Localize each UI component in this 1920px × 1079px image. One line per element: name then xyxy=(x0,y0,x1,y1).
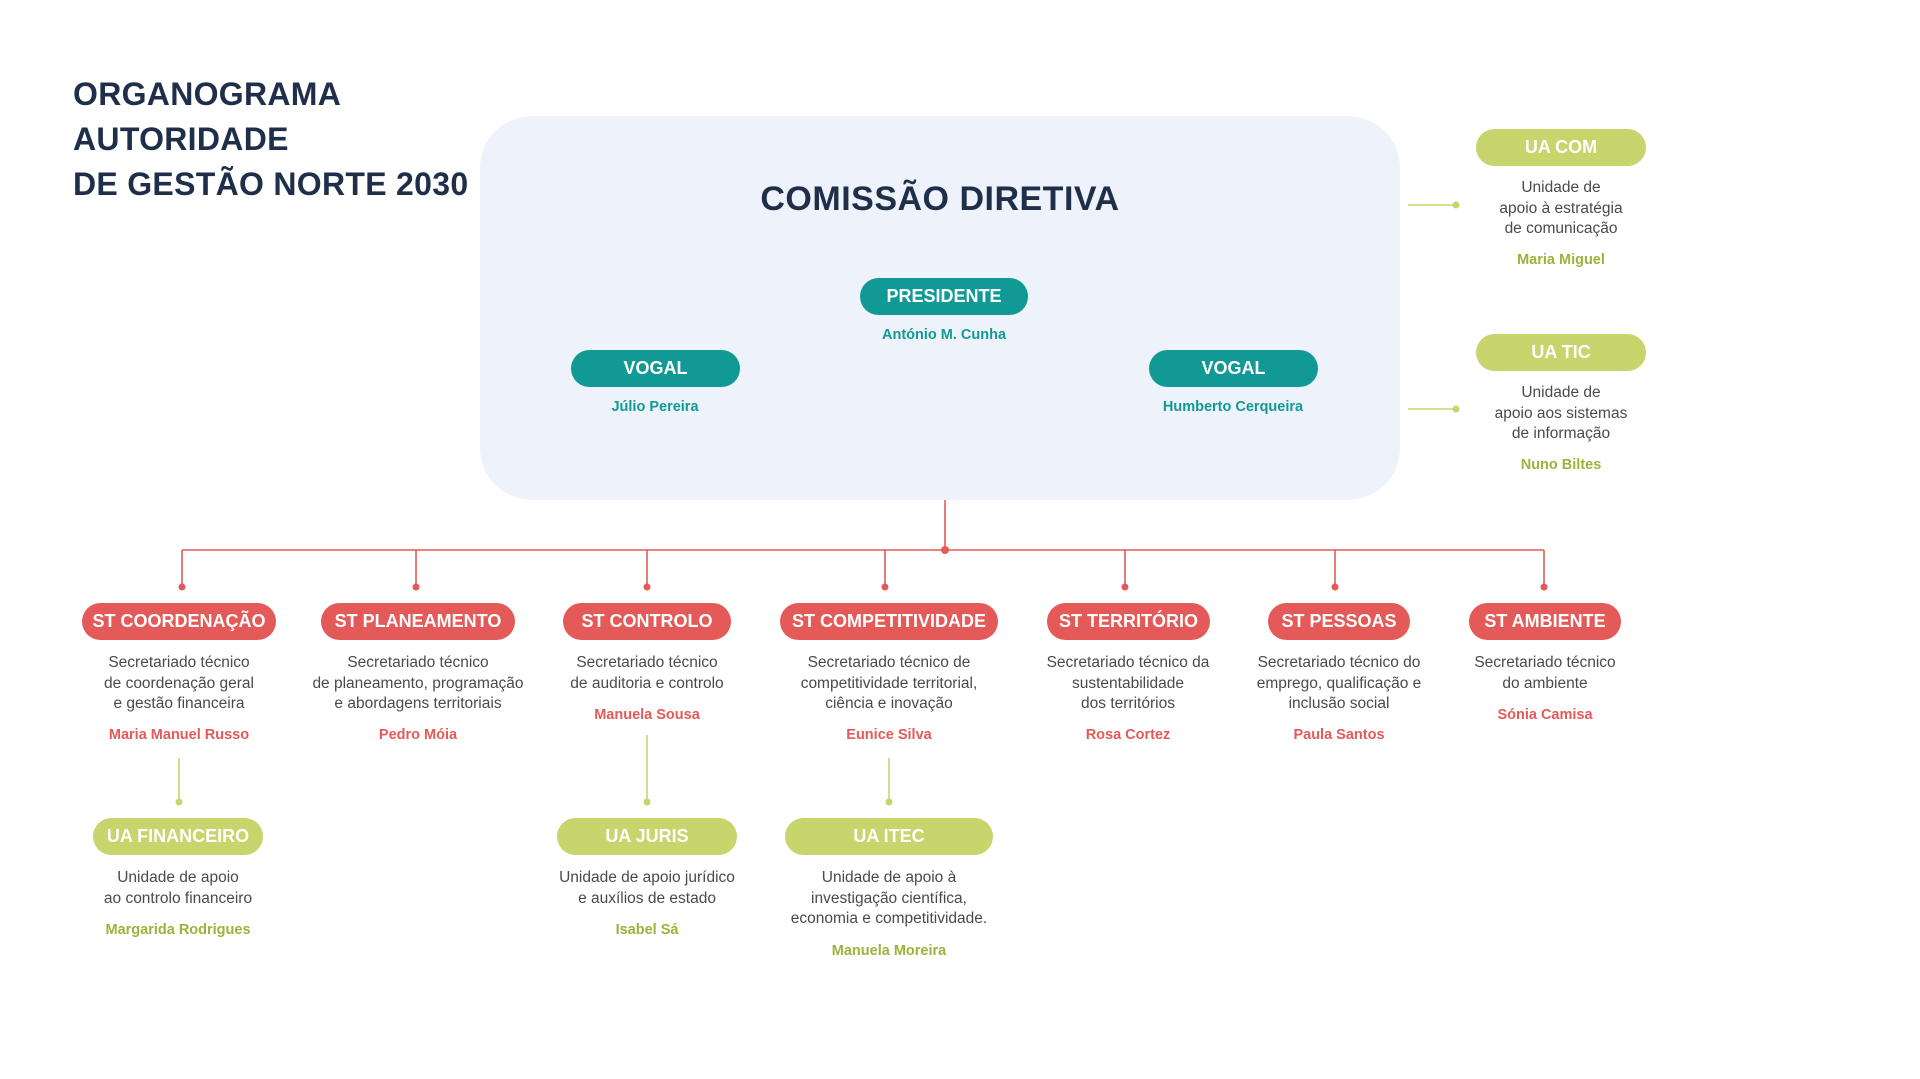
desc-line: Unidade de apoio jurídico xyxy=(559,869,735,886)
page-title: ORGANOGRAMA AUTORIDADE DE GESTÃO NORTE 2… xyxy=(73,72,493,207)
st-competitividade-name: Eunice Silva xyxy=(846,727,932,743)
desc-line: dos territórios xyxy=(1081,695,1175,712)
st-controlo-description: Secretariado técnico de auditoria e cont… xyxy=(517,653,777,694)
ua-juris-description: Unidade de apoio jurídico e auxílios de … xyxy=(517,868,777,909)
ua-itec-badge: UA ITEC xyxy=(785,818,993,855)
ua-tic-description: Unidade de apoio aos sistemas de informa… xyxy=(1431,383,1691,445)
title-line-2: DE GESTÃO NORTE 2030 xyxy=(73,166,469,202)
st-ambiente-description: Secretariado técnico do ambiente xyxy=(1415,653,1675,694)
support-connector-dot xyxy=(175,798,183,806)
ua-juris-badge: UA JURIS xyxy=(557,818,737,855)
ua-juris-name: Isabel Sá xyxy=(615,922,679,938)
st-territorio-name: Rosa Cortez xyxy=(1085,727,1171,743)
secretariat-drop-dot xyxy=(412,583,420,591)
support-connector-dot xyxy=(885,798,893,806)
st-coordenacao-badge: ST COORDENAÇÃO xyxy=(82,603,276,640)
secretariat-drop-dot xyxy=(1540,583,1548,591)
desc-line: de auditoria e controlo xyxy=(570,674,724,692)
st-coordenacao-description: Secretariado técnico de coordenação gera… xyxy=(49,653,309,715)
secretariat-drop-dot xyxy=(881,583,889,591)
title-line-1: ORGANOGRAMA AUTORIDADE xyxy=(73,76,340,157)
desc-line: investigação científica, xyxy=(811,889,967,907)
st-planeamento-description: Secretariado técnico de planeamento, pro… xyxy=(288,653,548,715)
ua-itec-name: Manuela Moreira xyxy=(831,943,947,959)
support-connector-dot xyxy=(643,798,651,806)
ua-financeiro-name: Margarida Rodrigues xyxy=(105,922,251,938)
desc-line: Unidade de apoio à xyxy=(821,869,957,886)
ua-com-description: Unidade de apoio à estratégia de comunic… xyxy=(1431,178,1691,240)
st-controlo-badge: ST CONTROLO xyxy=(563,603,731,640)
desc-line: emprego, qualificação e xyxy=(1256,674,1422,692)
desc-line: Secretariado técnico de xyxy=(807,654,971,671)
st-territorio-description: Secretariado técnico da sustentabilidade… xyxy=(998,653,1258,715)
desc-line: Secretariado técnico xyxy=(108,654,250,671)
desc-line: Secretariado técnico xyxy=(347,654,489,671)
desc-line: competitividade territorial, xyxy=(800,674,978,692)
desc-line: e abordagens territoriais xyxy=(334,695,502,712)
desc-line: de coordenação geral xyxy=(104,674,254,692)
ua-com-badge: UA COM xyxy=(1476,129,1646,166)
vogal-right-name: Humberto Cerqueira xyxy=(1162,399,1304,415)
ua-financeiro-description: Unidade de apoio ao controlo financeiro xyxy=(48,868,308,909)
desc-line: Secretariado técnico xyxy=(1474,654,1616,671)
secretariat-drop-dot xyxy=(1331,583,1339,591)
desc-line: Secretariado técnico do xyxy=(1257,654,1421,671)
secretariat-drop-dot xyxy=(178,583,186,591)
st-pessoas-name: Paula Santos xyxy=(1293,727,1385,743)
desc-line: e gestão financeira xyxy=(113,695,245,712)
ua-com-name: Maria Miguel xyxy=(1517,252,1605,268)
st-pessoas-badge: ST PESSOAS xyxy=(1268,603,1410,640)
vogal-left-name: Júlio Pereira xyxy=(611,399,699,415)
st-territorio-badge: ST TERRITÓRIO xyxy=(1047,603,1210,640)
vogal-right-badge: VOGAL xyxy=(1149,350,1318,387)
desc-line: e auxílios de estado xyxy=(578,889,716,907)
secretariat-drop-dot xyxy=(1121,583,1129,591)
secretariat-drop-dot xyxy=(643,583,651,591)
desc-line: do ambiente xyxy=(1502,674,1588,692)
desc-line: Secretariado técnico xyxy=(576,654,718,671)
board-title: COMISSÃO DIRETIVA xyxy=(760,180,1120,218)
desc-line: inclusão social xyxy=(1288,695,1390,712)
ua-com-connector-dot xyxy=(1452,201,1460,209)
desc-line: ao controlo financeiro xyxy=(103,889,253,907)
st-planeamento-badge: ST PLANEAMENTO xyxy=(321,603,515,640)
vogal-left-badge: VOGAL xyxy=(571,350,740,387)
st-competitividade-badge: ST COMPETITIVIDADE xyxy=(780,603,998,640)
desc-line: economia e competitividade. xyxy=(790,910,988,927)
st-planeamento-name: Pedro Móia xyxy=(378,727,458,743)
desc-line: de comunicação xyxy=(1504,220,1618,237)
president-badge: PRESIDENTE xyxy=(860,278,1028,315)
st-ambiente-name: Sónia Camisa xyxy=(1497,707,1593,723)
desc-line: apoio aos sistemas xyxy=(1494,404,1628,422)
st-controlo-name: Manuela Sousa xyxy=(594,707,700,723)
st-coordenacao-name: Maria Manuel Russo xyxy=(108,727,250,743)
ua-tic-connector-dot xyxy=(1452,405,1460,413)
desc-line: de informação xyxy=(1511,425,1611,442)
president-name: António M. Cunha xyxy=(881,327,1007,343)
st-ambiente-badge: ST AMBIENTE xyxy=(1469,603,1621,640)
desc-line: Unidade de apoio xyxy=(117,869,239,886)
ua-tic-name: Nuno Biltes xyxy=(1520,457,1602,473)
desc-line: ciência e inovação xyxy=(825,695,953,712)
desc-line: sustentabilidade xyxy=(1071,674,1185,692)
desc-line: Unidade de xyxy=(1521,384,1601,401)
st-competitividade-description: Secretariado técnico de competitividade … xyxy=(759,653,1019,715)
desc-line: de planeamento, programação xyxy=(312,674,524,692)
desc-line: Unidade de xyxy=(1521,179,1601,196)
desc-line: apoio à estratégia xyxy=(1499,199,1623,217)
ua-financeiro-badge: UA FINANCEIRO xyxy=(93,818,263,855)
desc-line: Secretariado técnico da xyxy=(1046,654,1210,671)
ua-itec-description: Unidade de apoio à investigação científi… xyxy=(759,868,1019,930)
ua-tic-badge: UA TIC xyxy=(1476,334,1646,371)
st-pessoas-description: Secretariado técnico do emprego, qualifi… xyxy=(1209,653,1469,715)
